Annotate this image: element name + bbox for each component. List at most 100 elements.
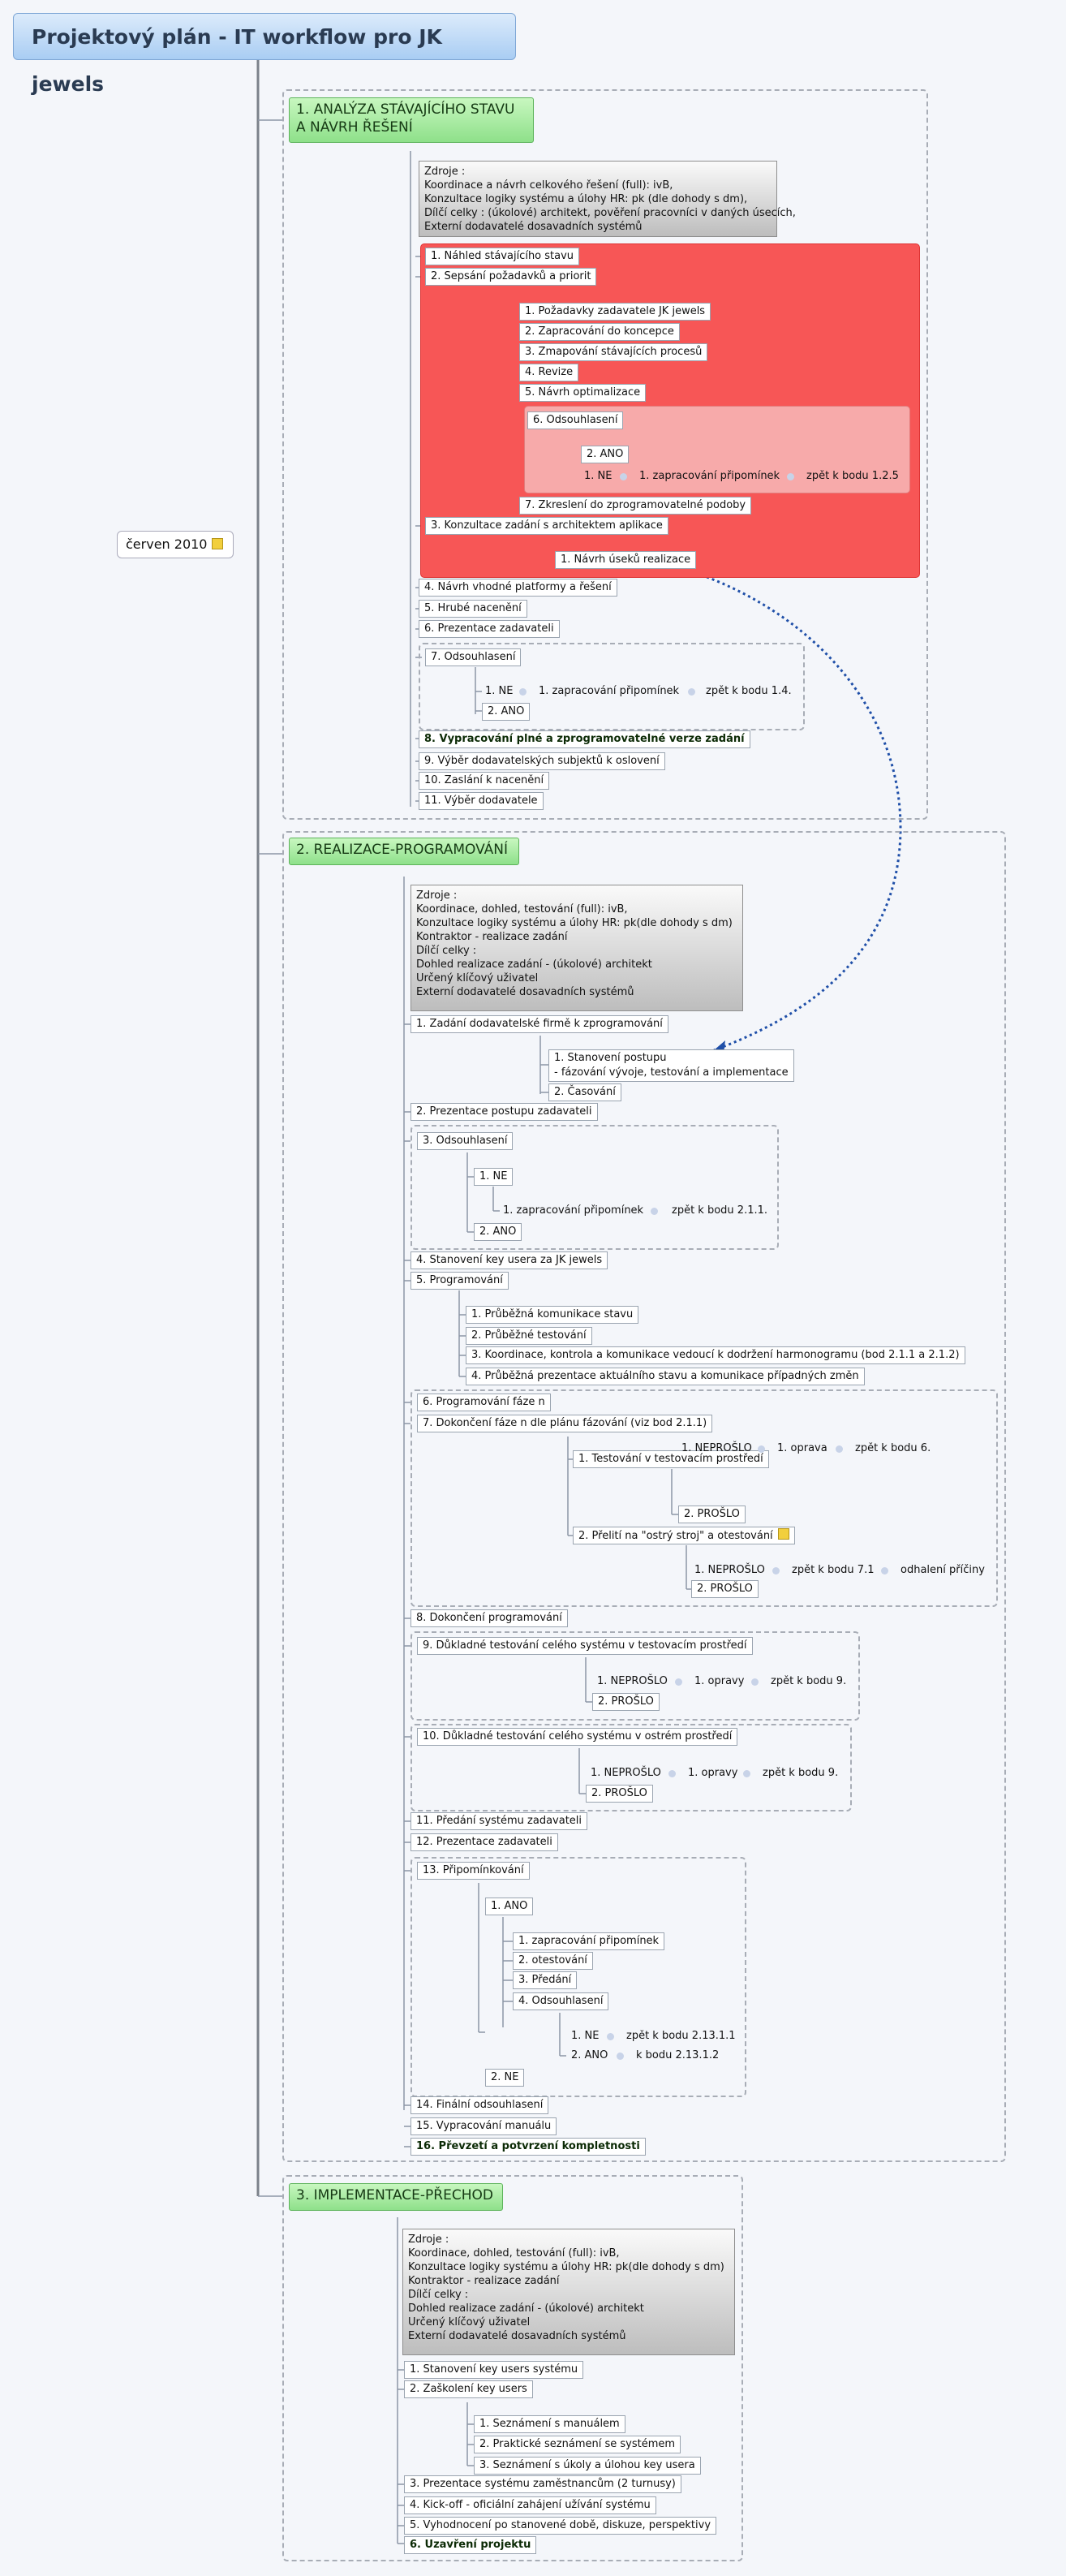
note-icon[interactable] xyxy=(777,1528,789,1540)
step-2-3-ano[interactable]: 2. ANO xyxy=(474,1223,522,1241)
page-title: Projektový plán - IT workflow pro JK jew… xyxy=(13,13,516,96)
step-1-5[interactable]: 5. Hrubé nacenění xyxy=(419,600,527,618)
step-3-2[interactable]: 2. Zaškolení key users xyxy=(404,2380,533,2398)
step-2-7-1-ok[interactable]: 2. PROŠLO xyxy=(678,1506,746,1523)
section-2-frame xyxy=(282,831,1006,2162)
step-2-12[interactable]: 12. Prezentace zadavateli xyxy=(410,1833,558,1851)
step-1-8[interactable]: 8. Vypracování plné a zprogramovatelné v… xyxy=(419,730,750,748)
step-2-6-frame xyxy=(410,1389,998,1607)
step-2-1-2[interactable]: 2. Časování xyxy=(548,1083,621,1101)
step-2-7-2-ok[interactable]: 2. PROŠLO xyxy=(691,1580,759,1598)
step-2-13-1-4[interactable]: 4. Odsouhlasení xyxy=(513,1992,609,2010)
step-2-7-1[interactable]: 1. Testování v testovacím prostředí xyxy=(573,1450,769,1468)
connector-dot xyxy=(617,2053,624,2060)
connector-dot xyxy=(675,1678,682,1686)
step-2-10-ne-1: 1. opravy xyxy=(688,1767,738,1779)
step-2-7-2-label: 2. Přelití na "ostrý stroj" a otestování xyxy=(578,1530,773,1542)
connector-dot xyxy=(881,1567,888,1574)
step-2-10-ok[interactable]: 2. PROŠLO xyxy=(586,1785,653,1803)
step-3-6[interactable]: 6. Uzavření projektu xyxy=(404,2536,537,2554)
step-1-10[interactable]: 10. Zaslání k nacenění xyxy=(419,772,550,790)
section-2-title[interactable]: 2. REALIZACE-PROGRAMOVÁNÍ xyxy=(289,838,519,865)
connector-dot xyxy=(758,1445,765,1453)
step-2-13-1-4-ne: 1. NE xyxy=(571,2030,600,2042)
step-2-13-ano[interactable]: 1. ANO xyxy=(485,1898,534,1915)
step-2-5[interactable]: 5. Programování xyxy=(410,1272,509,1290)
connector-dot xyxy=(751,1678,759,1686)
step-1-2-4[interactable]: 4. Revize xyxy=(519,364,579,381)
note-icon[interactable] xyxy=(212,538,224,549)
step-3-2-2[interactable]: 2. Praktické seznámení se systémem xyxy=(474,2436,681,2453)
step-2-3-ne[interactable]: 1. NE xyxy=(474,1168,514,1186)
section-3-title[interactable]: 3. IMPLEMENTACE-PŘECHOD xyxy=(289,2183,503,2211)
step-1-7[interactable]: 7. Odsouhlasení xyxy=(425,648,522,666)
step-2-9[interactable]: 9. Důkladné testování celého systému v t… xyxy=(417,1637,753,1655)
connector-dot xyxy=(620,473,627,480)
step-1-6[interactable]: 6. Prezentace zadavateli xyxy=(419,620,560,638)
step-1-3[interactable]: 3. Konzultace zadání s architektem aplik… xyxy=(425,517,668,535)
connector-dot xyxy=(743,1770,750,1777)
step-2-11[interactable]: 11. Předání systému zadavateli xyxy=(410,1812,588,1830)
section-3-frame xyxy=(282,2175,743,2561)
step-1-2-7[interactable]: 7. Zkreslení do zprogramovatelné podoby xyxy=(519,497,752,515)
step-2-1-1[interactable]: 1. Stanovení postupu - fázování vývoje, … xyxy=(548,1049,794,1082)
step-2-15[interactable]: 15. Vypracování manuálu xyxy=(410,2117,557,2135)
step-2-3-frame xyxy=(410,1125,779,1250)
section-1-resources: Zdroje : Koordinace a návrh celkového ře… xyxy=(419,161,796,237)
step-1-3-1[interactable]: 1. Návrh úseků realizace xyxy=(555,551,697,569)
step-2-10[interactable]: 10. Důkladné testování celého systému v … xyxy=(417,1728,738,1746)
step-1-2-6-ano[interactable]: 2. ANO xyxy=(581,446,630,463)
step-1-2-1[interactable]: 1. Požadavky zadavatele JK jewels xyxy=(519,303,711,321)
step-2-9-ne-1: 1. opravy xyxy=(694,1675,745,1687)
step-3-2-1[interactable]: 1. Seznámení s manuálem xyxy=(474,2415,625,2433)
step-2-13-1-2[interactable]: 2. otestování xyxy=(513,1952,593,1970)
step-2-7-2[interactable]: 2. Přelití na "ostrý stroj" a otestování xyxy=(573,1527,795,1544)
step-1-1[interactable]: 1. Náhled stávajícího stavu xyxy=(425,248,580,265)
connector-dot xyxy=(688,688,695,696)
step-1-2-6[interactable]: 6. Odsouhlasení xyxy=(527,411,624,429)
connector-dot xyxy=(651,1208,658,1215)
step-2-13-1-3[interactable]: 3. Předání xyxy=(513,1971,578,1989)
step-2-5-1[interactable]: 1. Průběžná komunikace stavu xyxy=(466,1306,639,1324)
step-2-2[interactable]: 2. Prezentace postupu zadavateli xyxy=(410,1103,598,1121)
step-3-4[interactable]: 4. Kick-off - oficiální zahájení užívání… xyxy=(404,2496,656,2514)
step-2-13-1-1[interactable]: 1. zapracování připomínek xyxy=(513,1932,665,1950)
step-2-5-4[interactable]: 4. Průběžná prezentace aktuálního stavu … xyxy=(466,1368,865,1385)
date-label: červen 2010 xyxy=(126,536,208,552)
step-1-4[interactable]: 4. Návrh vhodné platformy a řešení xyxy=(419,579,617,597)
step-1-9[interactable]: 9. Výběr dodavatelských subjektů k oslov… xyxy=(419,752,665,770)
step-3-5[interactable]: 5. Vyhodnocení po stanovené době, diskuz… xyxy=(404,2517,717,2535)
step-3-3[interactable]: 3. Prezentace systému zaměstnancům (2 tu… xyxy=(404,2475,681,2493)
step-1-7-ne-1: 1. zapracování připomínek xyxy=(539,685,680,697)
step-2-5-2[interactable]: 2. Průběžné testování xyxy=(466,1327,592,1345)
step-2-6[interactable]: 6. Programování fáze n xyxy=(417,1394,551,1411)
step-1-2[interactable]: 2. Sepsání požadavků a priorit xyxy=(425,268,597,286)
step-2-13-1-4-ano: 2. ANO xyxy=(571,2049,608,2061)
step-2-9-ok[interactable]: 2. PROŠLO xyxy=(592,1693,660,1711)
step-2-4[interactable]: 4. Stanovení key usera za JK jewels xyxy=(410,1251,608,1269)
step-2-9-ne-2: zpět k bodu 9. xyxy=(771,1675,847,1687)
step-2-5-3[interactable]: 3. Koordinace, kontrola a komunikace ved… xyxy=(466,1346,965,1364)
step-2-3-ne-1: 1. zapracování připomínek xyxy=(503,1204,644,1217)
step-3-2-3[interactable]: 3. Seznámení s úkoly a úlohou key usera xyxy=(474,2457,701,2475)
step-2-1[interactable]: 1. Zadání dodavatelské firmě k zprogramo… xyxy=(410,1015,668,1033)
step-3-1[interactable]: 1. Stanovení key users systému xyxy=(404,2361,584,2379)
step-2-14[interactable]: 14. Finální odsouhlasení xyxy=(410,2096,549,2114)
step-2-8[interactable]: 8. Dokončení programování xyxy=(410,1609,568,1627)
step-2-7[interactable]: 7. Dokončení fáze n dle plánu fázování (… xyxy=(417,1415,713,1432)
step-2-13[interactable]: 13. Připomínkování xyxy=(417,1862,530,1880)
step-2-13-ne[interactable]: 2. NE xyxy=(485,2069,525,2087)
step-1-2-3[interactable]: 3. Zmapování stávajících procesů xyxy=(519,343,708,361)
step-2-9-frame xyxy=(410,1631,860,1721)
step-1-2-2[interactable]: 2. Zapracování do koncepce xyxy=(519,323,680,341)
step-1-7-ano[interactable]: 2. ANO xyxy=(482,703,531,721)
section-2-resources: Zdroje : Koordinace, dohled, testování (… xyxy=(410,885,743,1011)
step-1-11[interactable]: 11. Výběr dodavatele xyxy=(419,792,544,810)
step-2-16[interactable]: 16. Převzetí a potvrzení kompletnosti xyxy=(410,2138,646,2156)
step-2-3[interactable]: 3. Odsouhlasení xyxy=(417,1132,514,1150)
step-1-7-ne-2: zpět k bodu 1.4. xyxy=(706,685,792,697)
section-3-resources: Zdroje : Koordinace, dohled, testování (… xyxy=(402,2229,735,2355)
connector-dot xyxy=(607,2033,614,2040)
section-1-title[interactable]: 1. ANALÝZA STÁVAJÍCÍHO STAVU A NÁVRH ŘEŠ… xyxy=(289,97,534,143)
step-1-2-5[interactable]: 5. Návrh optimalizace xyxy=(519,384,647,402)
